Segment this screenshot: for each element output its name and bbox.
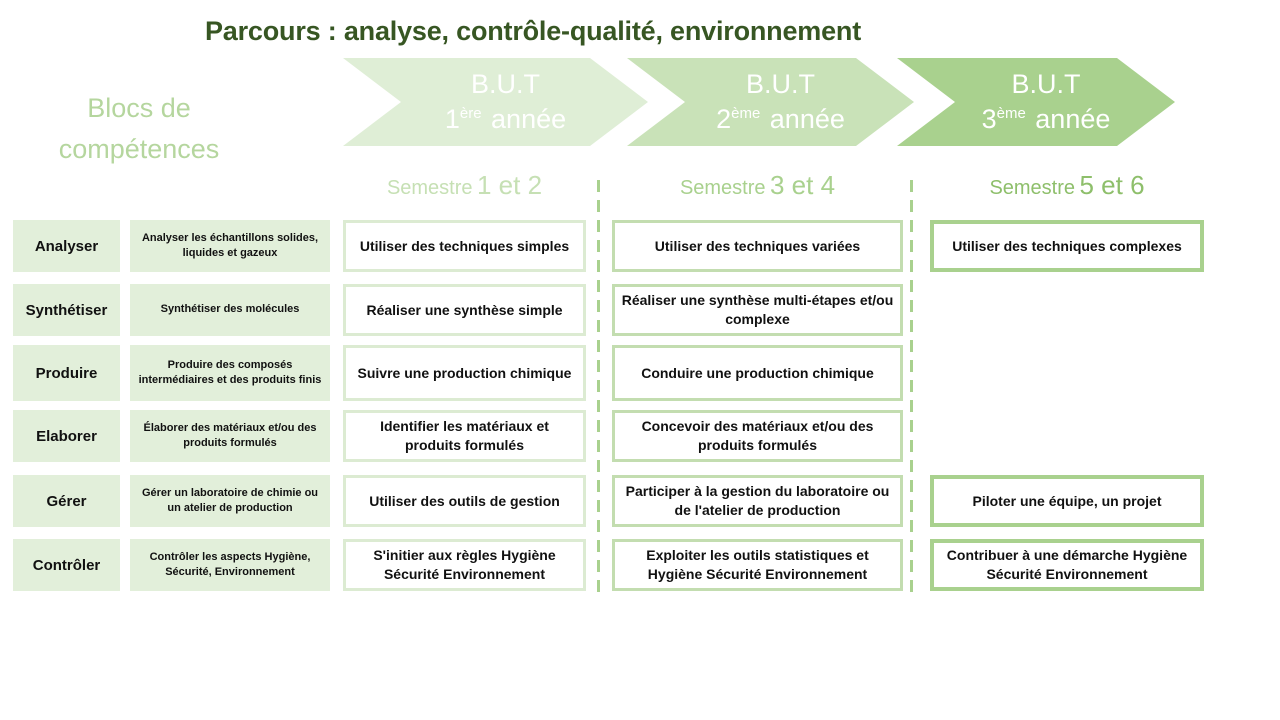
block-description: Produire des composés intermédiaires et … — [130, 345, 330, 401]
block-description: Contrôler les aspects Hygiène, Sécurité,… — [130, 539, 330, 591]
semester-3-4-cell: Conduire une production chimique — [612, 345, 903, 401]
table-row: Gérer Gérer un laboratoire de chimie ou … — [0, 475, 1280, 527]
semester-1-2-cell: Réaliser une synthèse simple — [343, 284, 586, 336]
year-1-label: B.U.T — [470, 68, 540, 99]
semester-1-2-cell: Utiliser des techniques simples — [343, 220, 586, 272]
block-description: Gérer un laboratoire de chimie ou un ate… — [130, 475, 330, 527]
semester-1-2-cell: Identifier les matériaux et produits for… — [343, 410, 586, 462]
semester-5-6-cell: Piloter une équipe, un projet — [930, 475, 1204, 527]
semester-3-4-cell: Utiliser des techniques variées — [612, 220, 903, 272]
block-label-gerer: Gérer — [13, 475, 120, 527]
block-label-synthetiser: Synthétiser — [13, 284, 120, 336]
block-label-controler: Contrôler — [13, 539, 120, 591]
table-row: Contrôler Contrôler les aspects Hygiène,… — [0, 539, 1280, 591]
page-title: Parcours : analyse, contrôle-qualité, en… — [205, 16, 861, 46]
semester-1-2-cell: Suivre une production chimique — [343, 345, 586, 401]
semester-3-4-cell: Participer à la gestion du laboratoire o… — [612, 475, 903, 527]
semester-5-6-header: Semestre 5 et 6 — [989, 170, 1145, 200]
table-row: Analyser Analyser les échantillons solid… — [0, 220, 1280, 272]
block-label-produire: Produire — [13, 345, 120, 401]
semester-5-6-cell: Contribuer à une démarche Hygiène Sécuri… — [930, 539, 1204, 591]
semester-3-4-header: Semestre 3 et 4 — [679, 170, 836, 200]
table-row: Produire Produire des composés intermédi… — [0, 345, 1280, 401]
semester-5-6-cell: Utiliser des techniques complexes — [930, 220, 1204, 272]
semester-divider-1 — [597, 180, 600, 594]
semester-1-2-header: Semestre 1 et 2 — [386, 170, 543, 200]
block-description: Analyser les échantillons solides, liqui… — [130, 220, 330, 272]
semester-3-4-cell: Concevoir des matériaux et/ou des produi… — [612, 410, 903, 462]
table-row: Elaborer Élaborer des matériaux et/ou de… — [0, 410, 1280, 462]
semester-1-2-cell: S'initier aux règles Hygiène Sécurité En… — [343, 539, 586, 591]
semester-1-2-cell: Utiliser des outils de gestion — [343, 475, 586, 527]
block-description: Synthétiser des molécules — [130, 284, 330, 336]
table-row: Synthétiser Synthétiser des molécules Ré… — [0, 284, 1280, 336]
block-label-analyser: Analyser — [13, 220, 120, 272]
competency-blocks-header: Blocs de compétences — [58, 93, 220, 164]
semester-3-4-cell: Réaliser une synthèse multi-étapes et/ou… — [612, 284, 903, 336]
year-3-label: B.U.T — [1011, 68, 1081, 99]
block-description: Élaborer des matériaux et/ou des produit… — [130, 410, 330, 462]
semester-divider-2 — [910, 180, 913, 594]
block-label-elaborer: Elaborer — [13, 410, 120, 462]
year-2-label: B.U.T — [745, 68, 815, 99]
semester-3-4-cell: Exploiter les outils statistiques et Hyg… — [612, 539, 903, 591]
